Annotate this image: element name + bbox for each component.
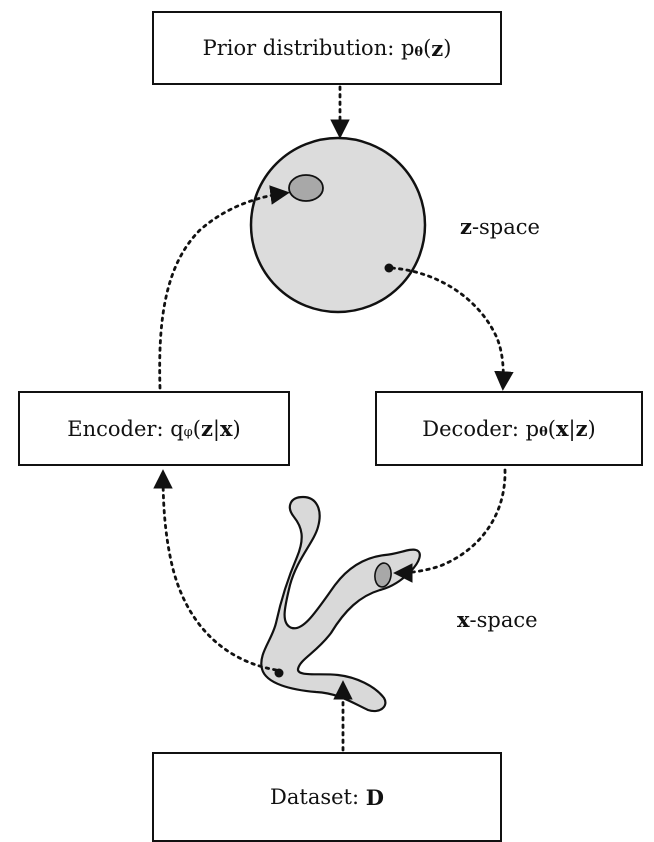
prior-label-text: Prior distribution: p: [202, 36, 415, 60]
prior-paren-close: ): [443, 36, 452, 60]
x-space-symbol: x: [457, 607, 470, 632]
encoder-paren-open: (: [192, 416, 201, 441]
z-space-sphere: [249, 136, 427, 314]
prior-arg-z: z: [431, 35, 444, 61]
arrow-decoder-to-xspace: [393, 468, 507, 583]
prior-paren-open: (: [423, 36, 432, 60]
x-space-manifold: [260, 495, 421, 713]
encoder-arg-x: x: [219, 416, 233, 441]
decoder-arg-x: x: [555, 416, 569, 441]
x-decoded-region: [374, 562, 392, 588]
decoder-label-text: Decoder: p: [422, 416, 540, 441]
decoder-paren-open: (: [547, 416, 556, 441]
z-space-symbol: z: [460, 214, 472, 239]
arrow-xspace-to-encoder: [153, 469, 278, 672]
arrow-zspace-to-decoder: [390, 266, 514, 391]
z-space-suffix: -space: [471, 215, 540, 239]
arrow-encoder-to-zspace: [158, 185, 290, 390]
z-posterior-region: [288, 174, 324, 202]
decoder-theta-subscript: θ: [539, 425, 548, 440]
x-space-suffix: -space: [469, 608, 538, 632]
dataset-box: Dataset: D: [152, 752, 502, 842]
dataset-symbol: D: [365, 784, 384, 810]
dataset-label-text: Dataset:: [270, 785, 366, 809]
decoder-arg-z: z: [575, 416, 588, 441]
decoder-bar: |: [568, 416, 576, 441]
diagram-canvas: [153, 85, 514, 752]
encoder-arg-z: z: [200, 416, 213, 441]
encoder-phi-subscript: φ: [183, 425, 193, 440]
encoder-paren-close: ): [232, 416, 241, 441]
x-space-label: x-space: [457, 607, 538, 632]
decoder-paren-close: ): [587, 416, 596, 441]
z-sample-point: [384, 263, 394, 273]
prior-theta-subscript: θ: [414, 44, 424, 60]
encoder-bar: |: [212, 416, 220, 441]
z-space-label: z-space: [460, 214, 540, 239]
encoder-label-text: Encoder: q: [67, 416, 184, 441]
